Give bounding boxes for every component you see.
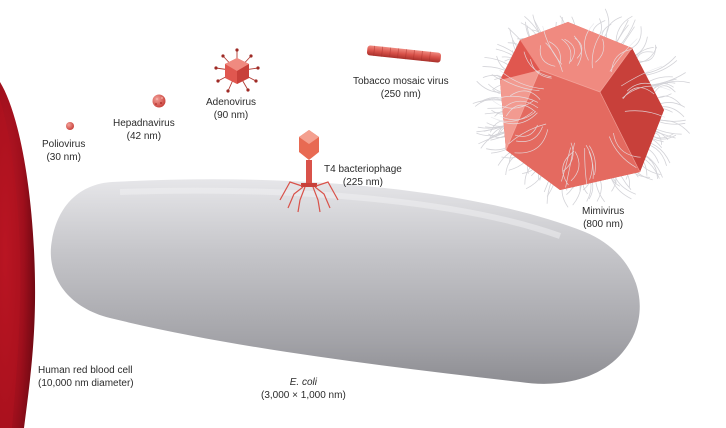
adenovirus-particle (214, 48, 260, 93)
mimivirus-fiber (626, 82, 651, 92)
red-blood-cell-shape (0, 82, 36, 428)
poliovirus-particle (66, 122, 74, 130)
mimivirus-fiber (498, 76, 540, 92)
mimivirus-fiber (564, 38, 575, 63)
mimivirus-name: Mimivirus (582, 206, 625, 217)
hepadnavirus-name: Hepadnavirus (113, 118, 175, 129)
mimivirus-fiber (500, 111, 537, 121)
label-mimivirus: Mimivirus (800 nm) (582, 205, 624, 231)
mimivirus-fiber (523, 51, 552, 78)
mimivirus-particle (472, 8, 690, 208)
mimivirus-fiber (492, 95, 539, 103)
mimivirus-fiber (514, 124, 538, 137)
label-tobacco-mosaic-virus: Tobacco mosaic virus (250 nm) (353, 75, 449, 101)
red-blood-cell-name: Human red blood cell (38, 365, 133, 376)
mimivirus-fiber (641, 55, 677, 75)
mimivirus-fiber (506, 104, 536, 117)
red-blood-cell-size: (10,000 nm diameter) (38, 378, 134, 389)
tobacco-mosaic-virus-rod (366, 45, 442, 63)
mimivirus-fiber (490, 111, 533, 122)
mimivirus-fiber (595, 38, 605, 63)
label-hepadnavirus: Hepadnavirus (42 nm) (113, 117, 175, 143)
mimivirus-fiber (645, 60, 678, 76)
poliovirus-size: (30 nm) (46, 152, 81, 163)
mimivirus-fiber (514, 129, 549, 154)
mimivirus-fiber (548, 41, 561, 64)
mimivirus-fiber (624, 110, 666, 118)
mimivirus-fiber (589, 145, 596, 176)
mimivirus-fiber (499, 69, 544, 90)
mimivirus-fiber (621, 65, 663, 87)
label-red-blood-cell: Human red blood cell (10,000 nm diameter… (38, 364, 134, 390)
mimivirus-fiber (611, 48, 632, 73)
mimivirus-fiber (530, 59, 552, 79)
tobacco-mosaic-virus-name: Tobacco mosaic virus (353, 76, 449, 87)
mimivirus-fiber (510, 90, 541, 100)
t4-bacteriophage (279, 130, 339, 213)
mimivirus-fiber (542, 25, 563, 65)
poliovirus-name: Poliovirus (42, 139, 86, 150)
label-poliovirus: Poliovirus (30 nm) (42, 138, 85, 164)
mimivirus-fiber (508, 123, 547, 145)
mimivirus-fiber (500, 100, 539, 111)
e-coli-name: E. coli (289, 377, 317, 388)
mimivirus-fiber (565, 142, 575, 188)
mimivirus-fiber (585, 145, 593, 180)
label-adenovirus: Adenovirus (90 nm) (206, 96, 256, 122)
label-t4-bacteriophage: T4 bacteriophage (225 nm) (324, 163, 402, 189)
adenovirus-name: Adenovirus (206, 97, 257, 108)
adenovirus-size: (90 nm) (213, 110, 249, 121)
hepadnavirus-size: (42 nm) (126, 131, 162, 142)
t4-bacteriophage-size: (225 nm) (342, 177, 383, 188)
mimivirus-fiber (609, 38, 638, 72)
mimivirus-fiber (562, 150, 575, 186)
mimivirus-fiber (613, 132, 641, 158)
mimivirus-fiber (622, 87, 655, 99)
mimivirus-fiber (561, 38, 572, 64)
mimivirus-fiber (588, 151, 594, 179)
e-coli-size: (3,000 × 1,000 nm) (261, 390, 346, 401)
t4-bacteriophage-name: T4 bacteriophage (324, 164, 402, 175)
mimivirus-fiber (516, 126, 543, 142)
hepadnavirus-particle (152, 94, 166, 108)
e-coli-shape (50, 179, 640, 384)
mimivirus-fiber (591, 30, 604, 69)
mimivirus-fiber (496, 112, 538, 125)
tobacco-mosaic-virus-size: (250 nm) (380, 89, 421, 100)
mimivirus-fiber (584, 23, 595, 61)
mimivirus-fiber (561, 147, 571, 182)
label-e-coli: E. coli (3,000 × 1,000 nm) (261, 376, 346, 402)
mimivirus-fiber (539, 45, 556, 67)
mimivirus-size: (800 nm) (583, 219, 624, 230)
mimivirus-fiber (488, 97, 534, 109)
mimivirus-fiber (584, 148, 588, 187)
mimivirus-fiber (608, 136, 637, 168)
mimivirus-fiber (636, 44, 657, 62)
mimivirus-fiber (570, 151, 580, 182)
mimivirus-fiber (574, 37, 583, 59)
